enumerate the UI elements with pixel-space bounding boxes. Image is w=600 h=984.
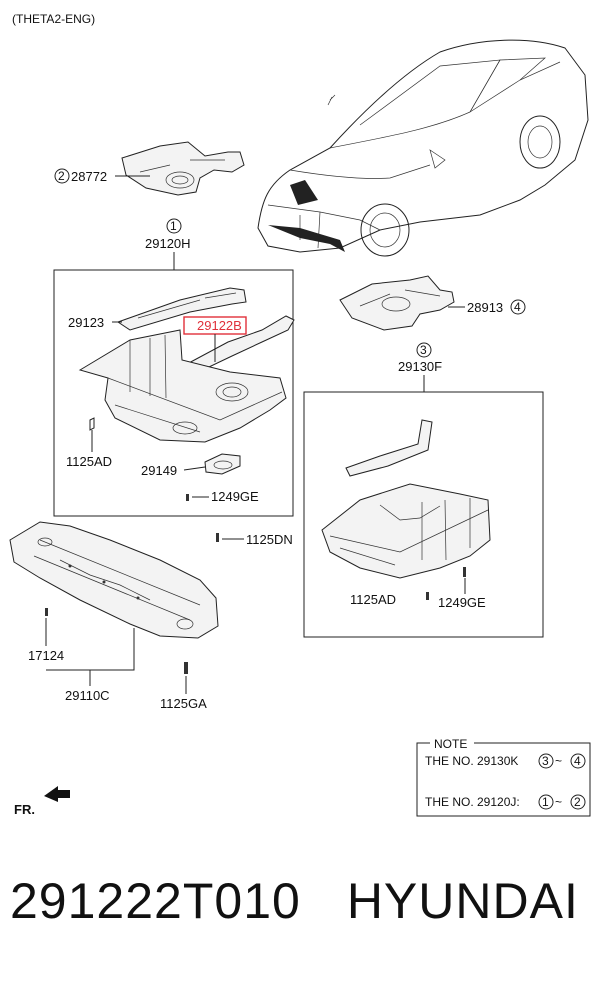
label-29122B: 29122B (197, 318, 242, 333)
footer-caption: 291222T010 HYUNDAI (10, 872, 579, 930)
part-1125GA (184, 662, 188, 674)
note-title: NOTE (434, 737, 467, 751)
callout-1-num: 1 (170, 219, 177, 233)
note-line1: THE NO. 29130K (425, 754, 518, 768)
label-1125AD-right: 1125AD (350, 592, 396, 607)
note-line2-from: 1 (542, 795, 549, 809)
label-29110C: 29110C (65, 688, 110, 703)
label-29123: 29123 (68, 315, 104, 330)
part-1125AD-left (89, 417, 95, 431)
label-29130F: 29130F (398, 359, 442, 374)
label-28772: 28772 (71, 169, 107, 184)
callout-1 (166, 218, 182, 234)
group-box-29120H (53, 269, 294, 517)
note-line2-to: 2 (574, 795, 581, 809)
label-1249GE-left: 1249GE (211, 489, 259, 504)
part-1249GE-left (186, 494, 189, 501)
callout-4-num: 4 (514, 300, 521, 314)
footer-brand: HYUNDAI (346, 873, 579, 929)
part-29110C (9, 521, 219, 639)
note-line2: THE NO. 29120J: (425, 795, 520, 809)
part-1125DN (216, 533, 219, 542)
part-28913 (339, 275, 455, 331)
part-29123 (116, 287, 247, 331)
label-1125GA: 1125GA (160, 696, 207, 711)
part-1249GE-right (463, 567, 466, 577)
label-29149: 29149 (141, 463, 177, 478)
part-28772 (121, 141, 245, 196)
label-1249GE-right: 1249GE (438, 595, 486, 610)
label-fr: FR. (14, 802, 35, 817)
label-28913: 28913 (467, 300, 503, 315)
note-line1-to: 4 (574, 754, 581, 768)
callout-4 (510, 299, 526, 315)
label-29120H: 29120H (145, 236, 191, 251)
engine-label: (THETA2-ENG) (12, 12, 95, 26)
footer-part-number: 291222T010 (10, 873, 301, 929)
car-illustration (257, 39, 589, 257)
note-line1-tilde: ~ (555, 754, 562, 768)
note-box: NOTE THE NO. 29130K 3 ~ 4 THE NO. 29120J… (416, 737, 591, 817)
callout-2 (54, 168, 70, 184)
part-29130F-rail (345, 419, 433, 477)
part-29130F-panel (321, 483, 491, 579)
callout-3 (416, 342, 432, 358)
callout-3-num: 3 (420, 343, 427, 357)
label-17124: 17124 (28, 648, 64, 663)
label-1125AD-left: 1125AD (66, 454, 112, 469)
label-1125DN: 1125DN (246, 532, 293, 547)
group-box-29130F (303, 391, 544, 638)
leader-29110C (46, 628, 135, 671)
callout-2-num: 2 (58, 169, 65, 183)
part-1125AD-right (426, 592, 429, 600)
part-29120H-panel (78, 329, 287, 443)
part-29149 (204, 453, 241, 475)
note-line2-tilde: ~ (555, 795, 562, 809)
part-17124 (45, 608, 48, 616)
front-arrow-icon (44, 786, 70, 802)
note-line1-from: 3 (542, 754, 549, 768)
